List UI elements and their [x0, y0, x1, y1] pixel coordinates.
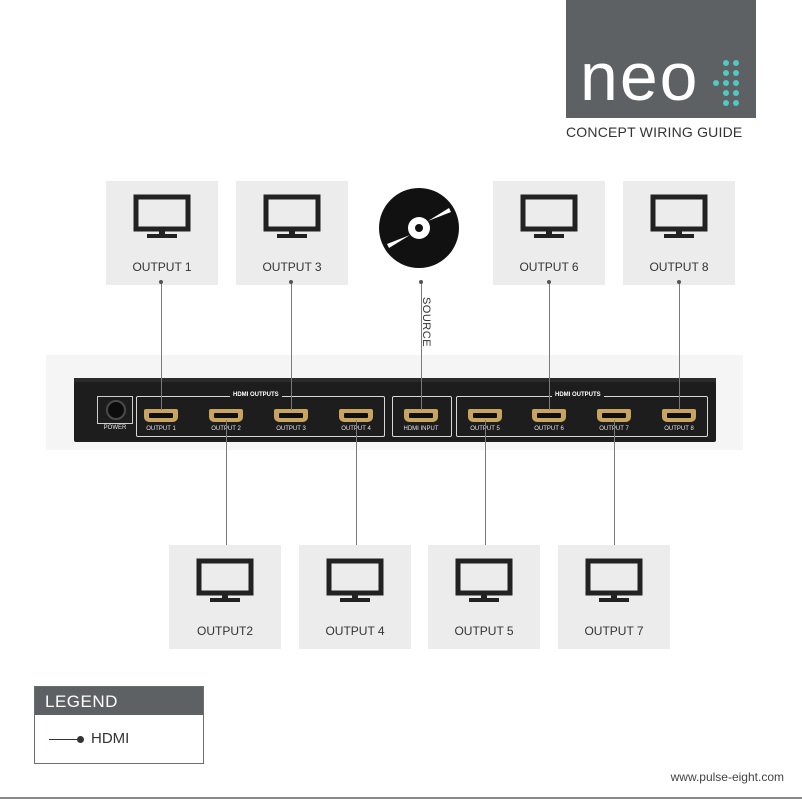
hdmi-port-output-1 — [144, 409, 178, 422]
hdmi-cable-3 — [291, 282, 292, 410]
output-label: OUTPUT 8 — [649, 260, 709, 274]
brand-logo-block: neo — [566, 0, 756, 118]
hdmi-port-output-7 — [597, 409, 631, 422]
port-label-1: OUTPUT 1 — [146, 426, 176, 432]
hdmi-cable-source — [421, 282, 422, 410]
power-jack — [106, 400, 126, 420]
bottom-rule — [0, 797, 802, 799]
legend: LEGEND HDMI — [34, 686, 204, 764]
hdmi-port-output-8 — [662, 409, 696, 422]
output-tile-7: OUTPUT 7 — [558, 545, 670, 649]
hdmi-cable-6 — [549, 282, 550, 410]
output-label: OUTPUT 1 — [132, 260, 192, 274]
port-label-3: OUTPUT 3 — [276, 426, 306, 432]
legend-hdmi-label: HDMI — [91, 730, 130, 747]
hdmi-cable-7 — [614, 420, 615, 547]
legend-dot-icon — [77, 736, 84, 743]
hdmi-port-output-4 — [339, 409, 373, 422]
cable-end-dot — [159, 280, 163, 284]
output-label: OUTPUT 5 — [454, 624, 514, 638]
website-url: www.pulse-eight.com — [670, 770, 784, 784]
cable-end-dot — [289, 280, 293, 284]
power-label: POWER — [103, 425, 127, 431]
hdmi-cable-1 — [161, 282, 162, 410]
hdmi-cable-8 — [679, 282, 680, 410]
hdmi-cable-2 — [226, 420, 227, 547]
cable-end-dot — [419, 280, 423, 284]
logo-wordmark: neo — [580, 39, 699, 115]
monitor-icon — [455, 558, 513, 602]
cable-end-dot — [547, 280, 551, 284]
hdmi-port-input — [404, 409, 438, 422]
hdmi-outputs-title-left: HDMI OUTPUTS — [230, 392, 282, 398]
output-tile-8: OUTPUT 8 — [623, 181, 735, 285]
legend-title: LEGEND — [45, 692, 118, 711]
monitor-icon — [326, 558, 384, 602]
monitor-icon — [585, 558, 643, 602]
output-tile-3: OUTPUT 3 — [236, 181, 348, 285]
port-label-6: OUTPUT 6 — [534, 426, 564, 432]
output-label: OUTPUT 6 — [519, 260, 579, 274]
output-tile-2: OUTPUT2 — [169, 545, 281, 649]
hdmi-input-group — [392, 396, 452, 437]
output-label: OUTPUT 7 — [584, 624, 644, 638]
output-tile-4: OUTPUT 4 — [299, 545, 411, 649]
legend-line-icon — [49, 739, 79, 740]
logo-dot-grid-icon — [713, 60, 739, 106]
output-tile-5: OUTPUT 5 — [428, 545, 540, 649]
monitor-icon — [263, 194, 321, 238]
hdmi-port-output-5 — [468, 409, 502, 422]
monitor-icon — [520, 194, 578, 238]
disc-source-icon — [379, 188, 459, 268]
hdmi-cable-4 — [356, 420, 357, 547]
neo-logo: neo — [580, 39, 739, 115]
power-port-frame — [97, 396, 133, 424]
port-label-8: OUTPUT 8 — [664, 426, 694, 432]
hdmi-port-output-6 — [532, 409, 566, 422]
output-label: OUTPUT2 — [196, 624, 253, 638]
hdmi-outputs-title-right: HDMI OUTPUTS — [552, 392, 604, 398]
monitor-icon — [133, 194, 191, 238]
hdmi-cable-5 — [485, 420, 486, 547]
device-top-edge — [74, 378, 716, 384]
hdmi-port-output-2 — [209, 409, 243, 422]
input-label: HDMI INPUT — [403, 426, 439, 432]
output-label: OUTPUT 4 — [325, 624, 385, 638]
hdmi-port-output-3 — [274, 409, 308, 422]
output-tile-6: OUTPUT 6 — [493, 181, 605, 285]
output-label: OUTPUT 3 — [262, 260, 322, 274]
guide-title: CONCEPT WIRING GUIDE — [566, 124, 743, 140]
output-tile-1: OUTPUT 1 — [106, 181, 218, 285]
monitor-icon — [650, 194, 708, 238]
monitor-icon — [196, 558, 254, 602]
legend-header — [35, 687, 203, 715]
cable-end-dot — [677, 280, 681, 284]
